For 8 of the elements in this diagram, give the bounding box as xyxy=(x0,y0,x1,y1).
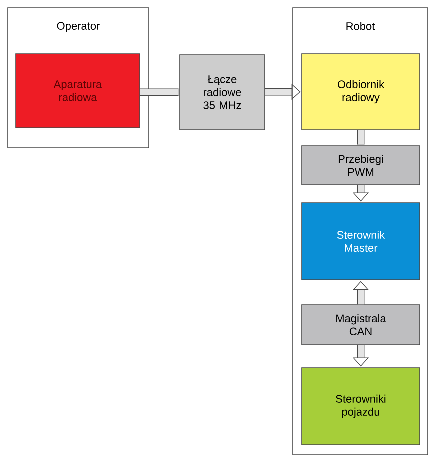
process-box: Sterowniki pojazdu xyxy=(302,368,420,446)
process-box: Odbiornik radiowy xyxy=(302,54,420,130)
process-box: Sterownik Master xyxy=(302,202,420,280)
process-box: Aparatura radiowa xyxy=(16,54,140,128)
process-box: Magistrala CAN xyxy=(302,304,420,346)
process-box: Łącze radiowe 35 MHz xyxy=(180,54,266,130)
arrow xyxy=(357,130,365,145)
process-box: Przebiegi PWM xyxy=(302,146,420,186)
